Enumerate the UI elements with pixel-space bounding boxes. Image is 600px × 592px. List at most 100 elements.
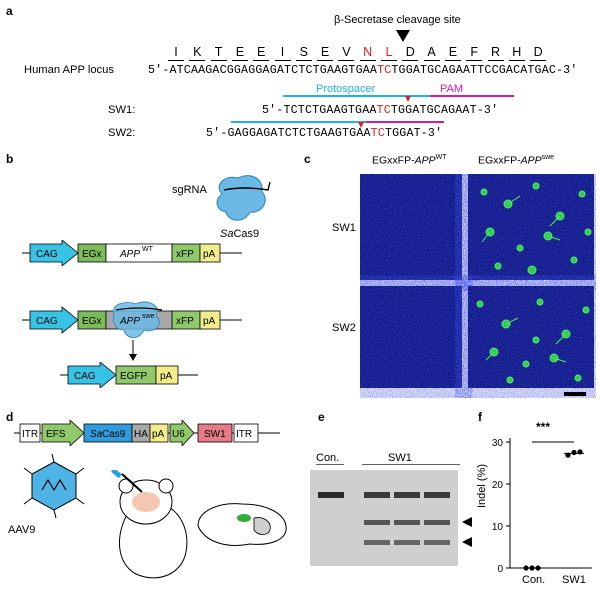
gel-band xyxy=(394,520,420,525)
egfp-cells-sw2 xyxy=(476,298,590,384)
amino-acid: A xyxy=(423,44,440,61)
sacas9-label: SaCas9 xyxy=(220,228,260,240)
aav-vector: ITR EFS Sa Cas9 HA pA U6 SW1 ITR xyxy=(14,420,280,446)
amino-acid: V xyxy=(338,44,355,61)
data-point xyxy=(571,449,577,456)
brain-icon xyxy=(197,503,287,546)
amino-acid: H xyxy=(508,44,525,61)
gel-band xyxy=(318,492,344,498)
row-label-sw2: SW2 xyxy=(332,322,356,334)
panel-label-f: f xyxy=(478,410,482,424)
amino-acid: D xyxy=(402,44,419,61)
amino-acid: I xyxy=(274,44,291,61)
sw1-label: SW1: xyxy=(108,104,136,116)
construct-swe: CAG EGx APP swe xFP pA xyxy=(22,301,242,338)
app-text: APP xyxy=(119,249,140,260)
egfp-text: EGFP xyxy=(120,371,148,382)
panel-label-a: a xyxy=(6,4,13,18)
y-tick-label: 0 xyxy=(497,564,503,575)
gel-con-label: Con. xyxy=(316,452,340,464)
panel-label-d: d xyxy=(6,410,14,424)
data-point xyxy=(565,452,571,458)
pam-label: PAM xyxy=(440,83,464,95)
mouse-injection-icon xyxy=(111,470,188,579)
cas9-text: Cas9 xyxy=(102,429,126,440)
gel-band xyxy=(424,520,450,525)
panel-label-b: b xyxy=(6,152,14,166)
xfp-text: xFP xyxy=(176,316,194,327)
amino-acid: K xyxy=(189,44,206,61)
xfp-text: xFP xyxy=(176,249,194,260)
sw1-sequence: 5′-TCTCTGAAGTGAATCTGGATGCAGAAT-3′ xyxy=(262,104,499,117)
swe-sup-text: swe xyxy=(142,313,155,320)
gel-sw1-label: SW1 xyxy=(388,452,412,464)
gel-band xyxy=(394,492,420,498)
row-label-sw1: SW1 xyxy=(332,222,356,234)
construct-egfp: CAG EGFP pA xyxy=(60,362,198,388)
gel-band xyxy=(394,540,420,545)
amino-acid: E xyxy=(444,44,461,61)
sw2-guide-lines xyxy=(231,121,444,128)
indel-chart: 0 10 20 30 xyxy=(492,438,592,575)
cag-text: CAG xyxy=(74,371,96,382)
aav9-label: AAV9 xyxy=(8,524,36,536)
pa-text: pA xyxy=(152,429,165,440)
amino-acid: E xyxy=(317,44,334,61)
pa-text: pA xyxy=(160,371,173,382)
x-label-con: Con. xyxy=(522,574,546,586)
col-header-swe: EGxxFP-APPswe xyxy=(478,154,555,167)
protospacer-label: Protospacer xyxy=(316,83,376,95)
gel-band xyxy=(424,492,450,498)
human-sequence: 5′-ATCAAGACGGAGGAGATCTCTGAAGTGAATCTGGATG… xyxy=(148,64,578,77)
panel-label-c: c xyxy=(304,152,311,166)
sw2-sequence: 5′-GAGGAGATCTCTGAAGTGAATCTGGAT-3′ xyxy=(206,127,443,140)
gel-band xyxy=(364,540,390,545)
amino-acid: S xyxy=(295,44,312,61)
y-tick-label: 20 xyxy=(492,480,504,491)
gel-image xyxy=(310,464,472,566)
cleavage-arrow-icon xyxy=(396,30,410,42)
sgrna-label: sgRNA xyxy=(172,184,207,196)
sw1-guide-lines xyxy=(283,95,514,102)
efs-text: EFS xyxy=(46,429,66,440)
significance-label: *** xyxy=(536,420,551,434)
construct-wt: CAG EGx APP WT xFP pA xyxy=(22,240,242,266)
amino-acid: E xyxy=(231,44,248,61)
egfp-cells-sw1 xyxy=(480,182,592,275)
ha-text: HA xyxy=(134,429,148,440)
sacas9-sgrna-icon xyxy=(216,175,271,221)
aav9-capsid-icon xyxy=(23,454,85,519)
y-axis-label: Indel (%) xyxy=(476,463,488,508)
wt-sup-text: WT xyxy=(142,246,154,253)
u6-text: U6 xyxy=(172,429,185,440)
cag-text: CAG xyxy=(36,249,58,260)
itr-text: ITR xyxy=(22,429,38,440)
y-tick-label: 30 xyxy=(492,438,504,449)
gel-band xyxy=(364,492,390,498)
amino-acid: I xyxy=(168,44,184,61)
app-text: APP xyxy=(119,316,140,327)
amino-acid: L xyxy=(381,44,397,61)
sa-text: Sa xyxy=(90,429,103,440)
sw1-text: SW1 xyxy=(204,429,226,440)
panel-label-e: e xyxy=(318,410,325,424)
amino-acid: T xyxy=(210,44,227,61)
pa-text: pA xyxy=(203,249,216,260)
gel-band xyxy=(364,520,390,525)
band-arrow-icon xyxy=(462,517,472,527)
band-arrow-icon xyxy=(462,537,472,547)
down-arrow-icon xyxy=(129,340,137,361)
human-locus-label: Human APP locus xyxy=(24,64,114,76)
amino-acid: D xyxy=(530,44,547,61)
micrograph-grid xyxy=(360,174,594,396)
x-label-sw1: SW1 xyxy=(562,574,586,586)
y-tick-label: 10 xyxy=(492,522,504,533)
cag-text: CAG xyxy=(36,316,58,327)
cleavage-site-label: β-Secretase cleavage site xyxy=(334,14,461,26)
egx-text: EGx xyxy=(82,249,101,260)
amino-acid: F xyxy=(466,44,483,61)
pa-text: pA xyxy=(203,316,216,327)
amino-acid: E xyxy=(253,44,270,61)
egx-text: EGx xyxy=(82,316,101,327)
